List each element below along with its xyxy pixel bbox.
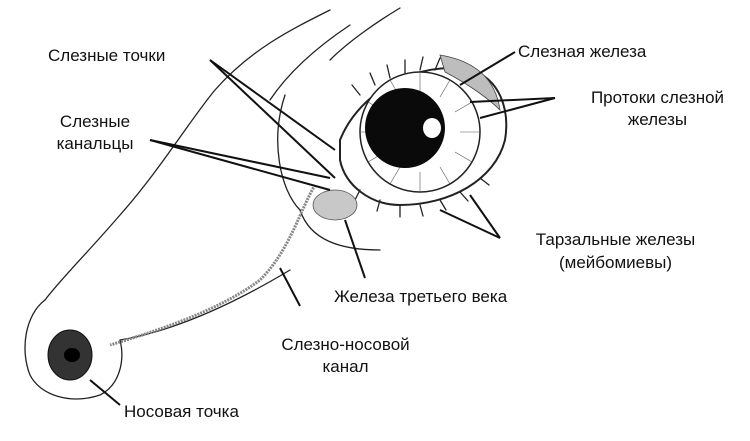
label-lacrimal-canaliculi-line2: канальцы [56, 134, 134, 153]
label-tarsal-glands-line1: Тарзальные железы [535, 230, 696, 249]
label-lacrimal-gland: Слезная железа [518, 42, 647, 61]
label-third-eyelid-gland: Железа третьего века [334, 287, 508, 306]
label-nasolacrimal-duct-line2: канал [322, 357, 369, 376]
label-gland-ducts-line1: Протоки слезной [590, 88, 725, 107]
label-tarsal-glands-line2: (мейбомиевы) [558, 253, 673, 272]
label-gland-ducts-line2: железы [627, 110, 688, 129]
label-lacrimal-canaliculi-line1: Слезные [59, 112, 131, 131]
label-lacrimal-puncta: Слезные точки [48, 46, 166, 65]
label-nasal-punctum: Носовая точка [124, 402, 239, 421]
label-nasolacrimal-duct-line1: Слезно-носовой [281, 335, 410, 354]
